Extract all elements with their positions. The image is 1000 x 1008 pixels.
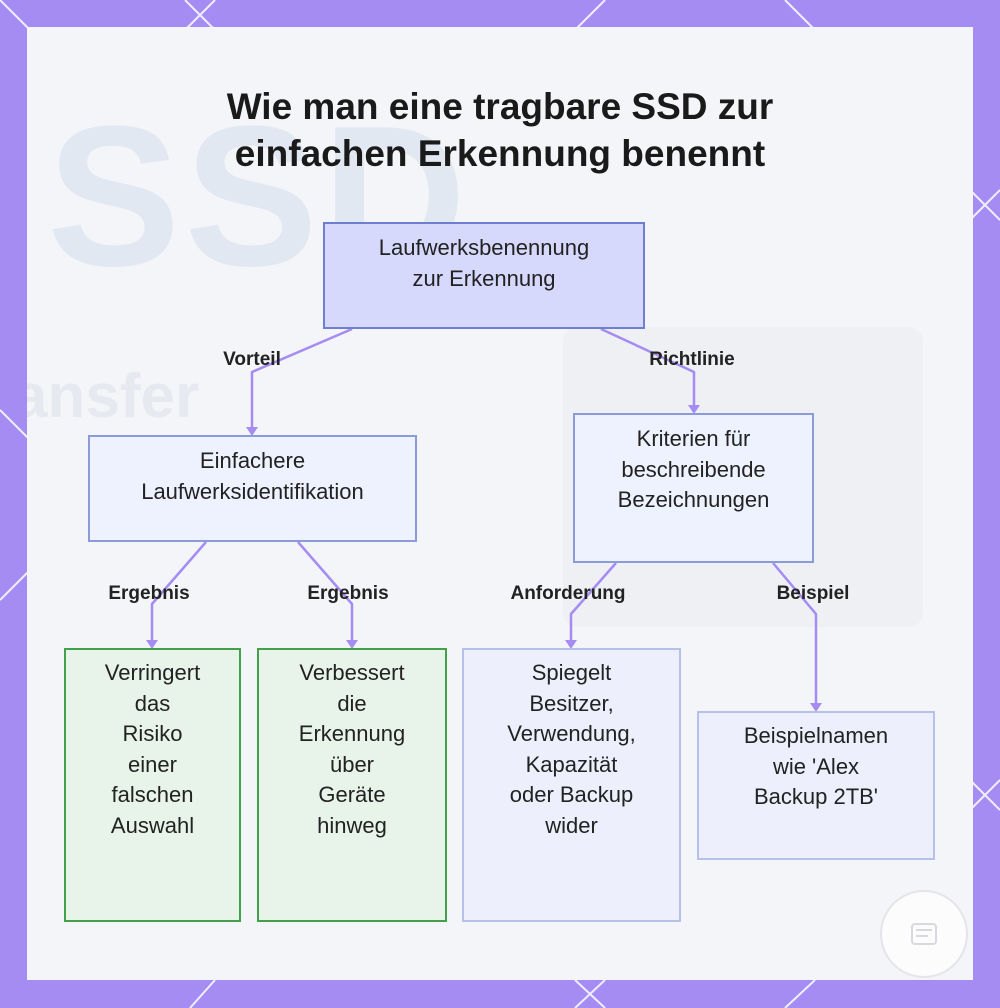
node-result-risk-line: das bbox=[134, 690, 171, 716]
logo-badge bbox=[880, 890, 968, 978]
arrowhead-richtlinie bbox=[688, 405, 700, 414]
node-requirement-line: oder Backup bbox=[509, 782, 634, 807]
node-guideline-line: Bezeichnungen bbox=[617, 487, 770, 512]
edge-label-ergebnis-2: Ergebnis bbox=[307, 583, 389, 604]
edge-label-ergebnis-1: Ergebnis bbox=[108, 583, 190, 604]
node-result-recognition: Verbessert die Erkennung über Geräte hin… bbox=[257, 648, 447, 922]
node-benefit-line: Einfachere bbox=[199, 448, 306, 473]
node-example-line: Beispielnamen bbox=[743, 723, 889, 748]
node-result-recognition-line: hinweg bbox=[317, 812, 387, 838]
node-result-recognition-line: Geräte bbox=[318, 782, 386, 807]
node-result-risk: Verringert das Risiko einer falschen Aus… bbox=[64, 648, 241, 922]
node-result-recognition-line: Erkennung bbox=[298, 721, 406, 746]
node-root: Laufwerksbenennung zur Erkennung bbox=[323, 222, 645, 329]
edge-ergebnis-1 bbox=[150, 541, 207, 646]
edge-label-richtlinie: Richtlinie bbox=[649, 349, 735, 370]
edge-richtlinie bbox=[600, 327, 696, 411]
edge-beispiel bbox=[772, 562, 818, 709]
node-result-risk-line: einer bbox=[128, 751, 177, 777]
node-requirement-line: Kapazität bbox=[525, 751, 618, 777]
node-requirement-line: Verwendung, bbox=[507, 721, 636, 746]
node-root-line: zur Erkennung bbox=[412, 265, 556, 291]
edge-ergebnis-2 bbox=[297, 541, 354, 646]
node-example-line: Backup 2TB' bbox=[753, 784, 879, 809]
edge-vorteil bbox=[250, 327, 353, 433]
node-root-line: Laufwerksbenennung bbox=[378, 235, 590, 260]
edge-label-vorteil: Vorteil bbox=[223, 349, 281, 370]
node-result-recognition-line: Verbessert bbox=[299, 660, 405, 685]
node-requirement-line: Spiegelt bbox=[531, 660, 612, 685]
arrowhead-ergebnis-1 bbox=[146, 640, 158, 649]
node-result-recognition-line: über bbox=[329, 751, 375, 777]
node-example: Beispielnamen wie 'Alex Backup 2TB' bbox=[697, 711, 935, 860]
title-line-2: einfachen Erkennung benennt bbox=[234, 133, 766, 174]
background-transfer-text: ansfer bbox=[27, 362, 200, 431]
node-guideline-line: beschreibende bbox=[621, 456, 766, 482]
edge-label-beispiel: Beispiel bbox=[776, 583, 850, 604]
node-result-risk-line: falschen bbox=[111, 782, 194, 807]
node-result-risk-line: Auswahl bbox=[110, 812, 195, 838]
node-result-risk-line: Risiko bbox=[122, 721, 183, 746]
node-requirement: Spiegelt Besitzer, Verwendung, Kapazität… bbox=[462, 648, 681, 922]
node-guideline: Kriterien für beschreibende Bezeichnunge… bbox=[573, 413, 814, 563]
arrowhead-vorteil bbox=[246, 427, 258, 436]
logo-icon bbox=[911, 923, 937, 945]
arrowhead-anforderung bbox=[565, 640, 577, 649]
title-line-1: Wie man eine tragbare SSD zur bbox=[226, 86, 774, 127]
node-result-recognition-line: die bbox=[337, 690, 367, 716]
node-example-line: wie 'Alex bbox=[772, 753, 860, 779]
node-requirement-line: Besitzer, bbox=[529, 690, 614, 716]
arrowhead-ergebnis-2 bbox=[346, 640, 358, 649]
edge-anforderung bbox=[569, 562, 617, 646]
edge-label-anforderung: Anforderung bbox=[510, 583, 626, 604]
page-title: Wie man eine tragbare SSD zur einfachen … bbox=[0, 83, 1000, 177]
node-result-risk-line: Verringert bbox=[104, 660, 201, 685]
arrowhead-beispiel bbox=[810, 703, 822, 712]
node-guideline-line: Kriterien für bbox=[636, 426, 751, 451]
node-benefit: Einfachere Laufwerksidentifikation bbox=[88, 435, 417, 542]
node-requirement-line: wider bbox=[545, 812, 598, 838]
node-benefit-line: Laufwerksidentifikation bbox=[141, 478, 364, 504]
